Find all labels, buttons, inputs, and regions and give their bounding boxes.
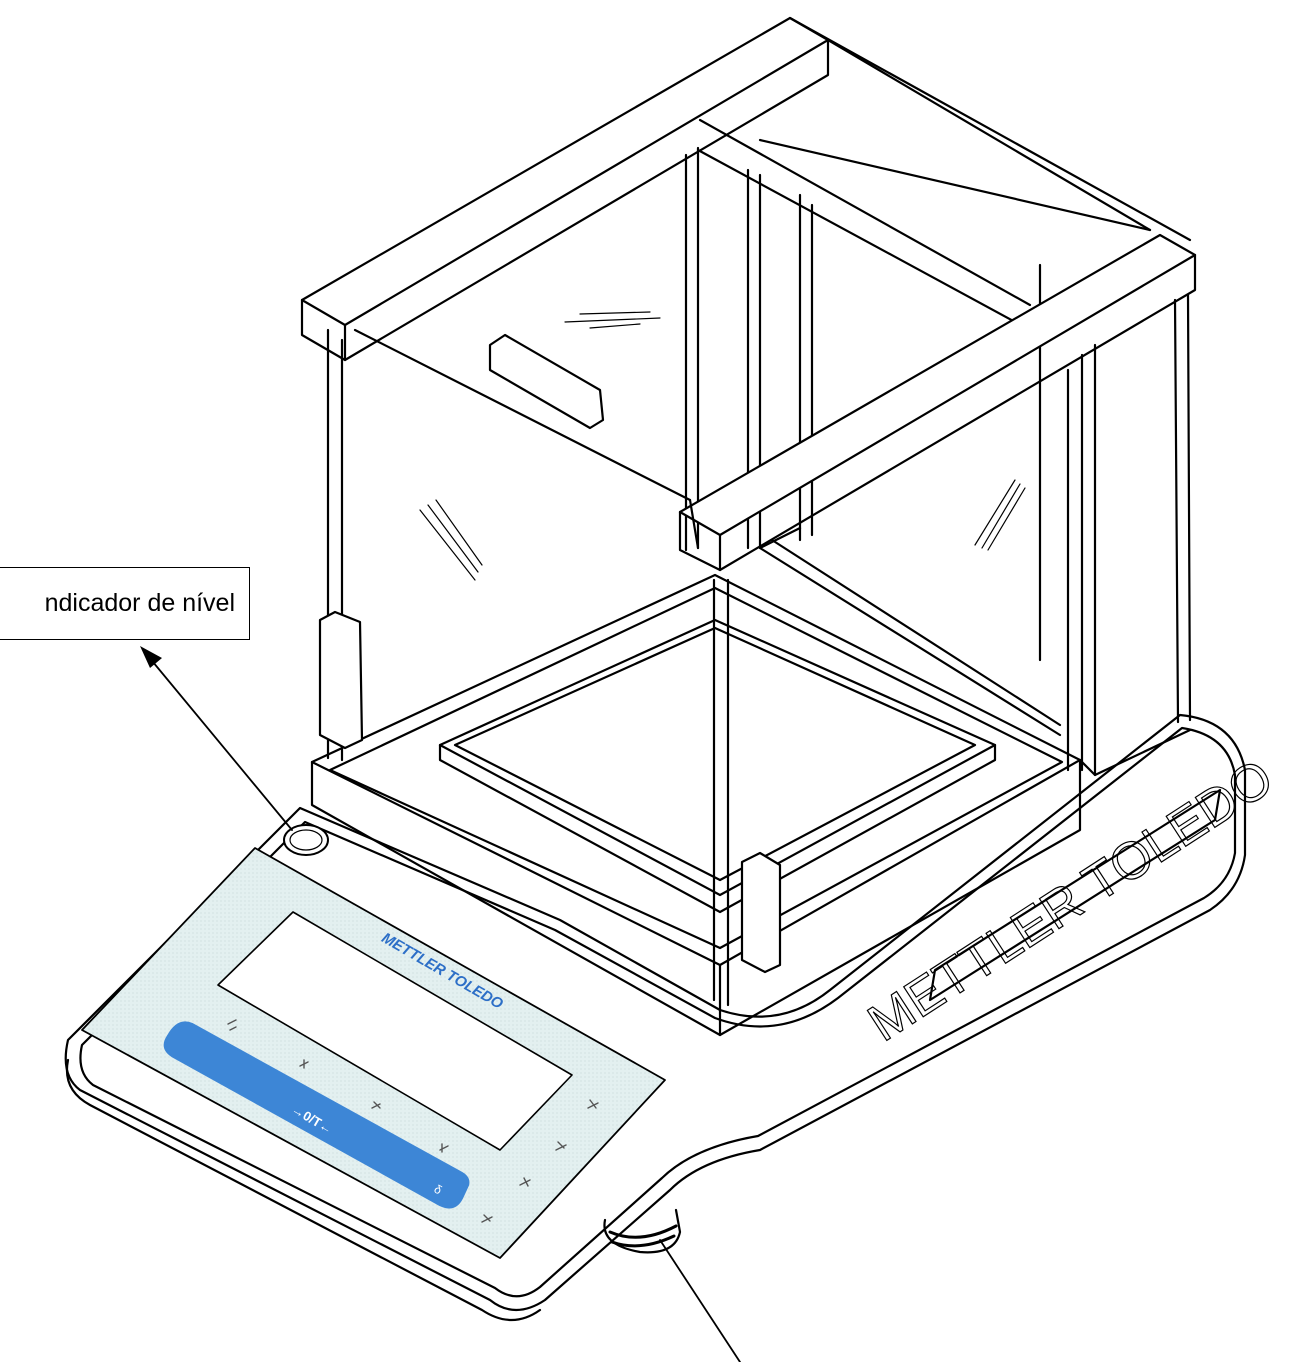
draft-shield: [300, 16, 1197, 1007]
control-panel: [81, 824, 666, 1259]
callout-arrow-level: [140, 646, 293, 831]
weighing-pan: [310, 573, 1192, 1037]
callout-level-indicator-label: ndicador de nível: [44, 589, 235, 617]
callout-level-indicator: ndicador de nível: [0, 567, 250, 640]
